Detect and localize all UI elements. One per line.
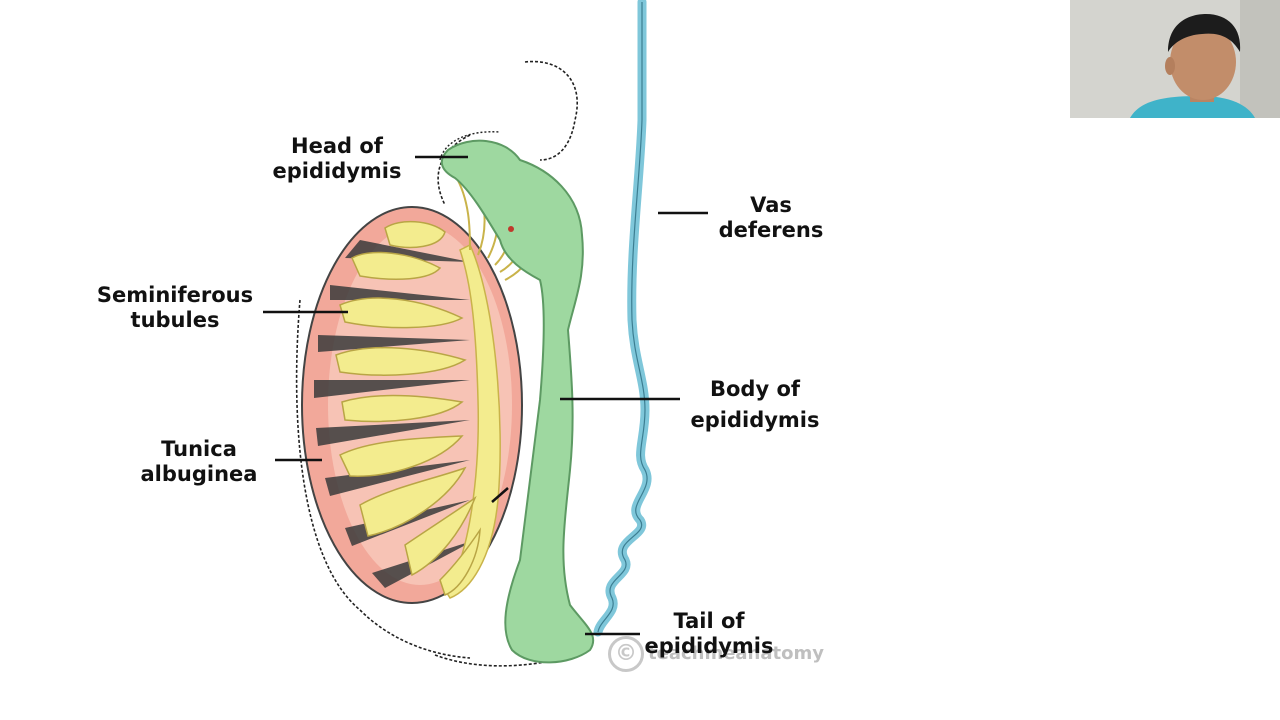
sheath-top-dots (439, 131, 501, 161)
label-tunica-albuginea: Tunica albuginea (140, 437, 258, 486)
vas-deferens (593, 0, 652, 637)
label-head-of-epididymis: Head of epididymis (272, 134, 402, 183)
label-vas-deferens: Vas deferens (718, 193, 824, 242)
vas-deferens-outline (597, 2, 648, 633)
leader-lines (263, 155, 708, 636)
label-tail-of-epididymis: Tail of epididymis (644, 609, 774, 658)
label-seminiferous-tubules: Seminiferous tubules (96, 283, 254, 332)
pointer-dot (508, 226, 514, 232)
watermark: ©teachmeanatomy (608, 636, 824, 672)
epididymis (440, 139, 595, 664)
copyright-icon: © (608, 636, 644, 672)
webcam-feed (1070, 0, 1280, 118)
label-body-of-epididymis: Body of epididymis (690, 377, 820, 432)
tunica-vaginalis-outline (295, 60, 578, 667)
seminiferous-tubule-lobes (335, 220, 481, 597)
watermark-text: teachmeanatomy (648, 643, 824, 664)
leader-mediastinum (491, 487, 509, 503)
presenter-icon (1070, 0, 1280, 118)
